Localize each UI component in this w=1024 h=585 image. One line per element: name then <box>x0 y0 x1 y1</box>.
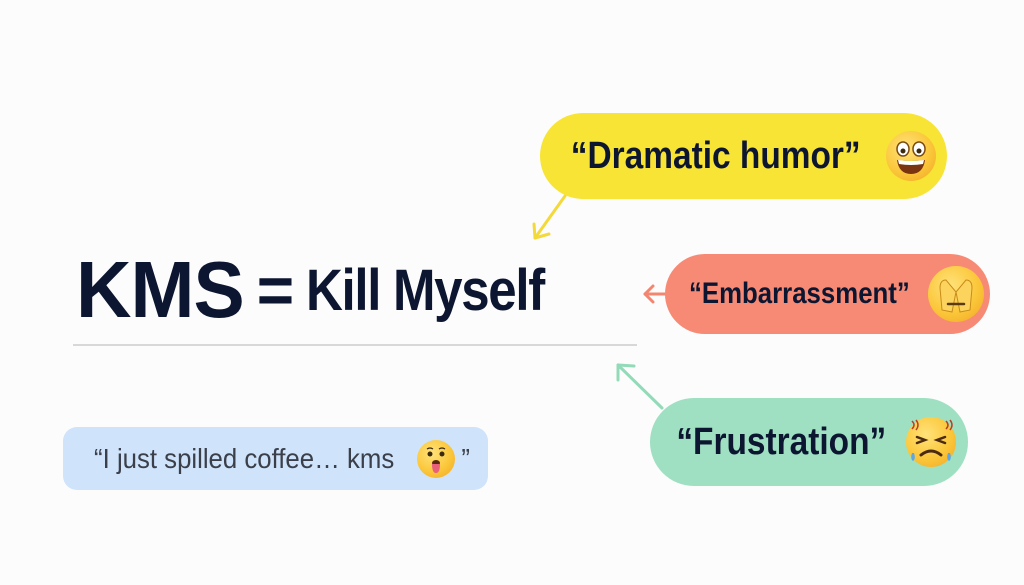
headline: KMS = Kill Myself <box>76 245 577 335</box>
acronym-expansion: Kill Myself <box>306 257 545 323</box>
divider <box>73 344 637 346</box>
grinning-face-icon <box>886 131 937 181</box>
acronym: KMS <box>76 245 245 334</box>
bubble-label: “Embarrassment” <box>689 277 910 310</box>
see-no-evil-face-icon <box>927 266 984 322</box>
arrow-yellow-icon <box>532 194 567 240</box>
bubble-frustration: “Frustration” <box>650 398 968 486</box>
bubble-label: “Dramatic humor” <box>570 134 861 177</box>
arrow-green-icon <box>616 363 664 410</box>
bubble-label: “Frustration” <box>676 420 886 463</box>
bubble-embarrassment: “Embarrassment” <box>665 254 990 334</box>
face-with-tongue-icon <box>416 439 455 478</box>
message-text: “I just spilled coffee… kms <box>93 442 394 474</box>
example-message-bubble: “I just spilled coffee… kms ” <box>63 427 488 490</box>
equals-sign: = <box>256 252 295 328</box>
tired-steaming-face-icon <box>906 417 957 467</box>
arrow-red-icon <box>643 284 669 304</box>
bubble-dramatic-humor: “Dramatic humor” <box>540 113 947 199</box>
message-close-quote: ” <box>461 442 470 474</box>
